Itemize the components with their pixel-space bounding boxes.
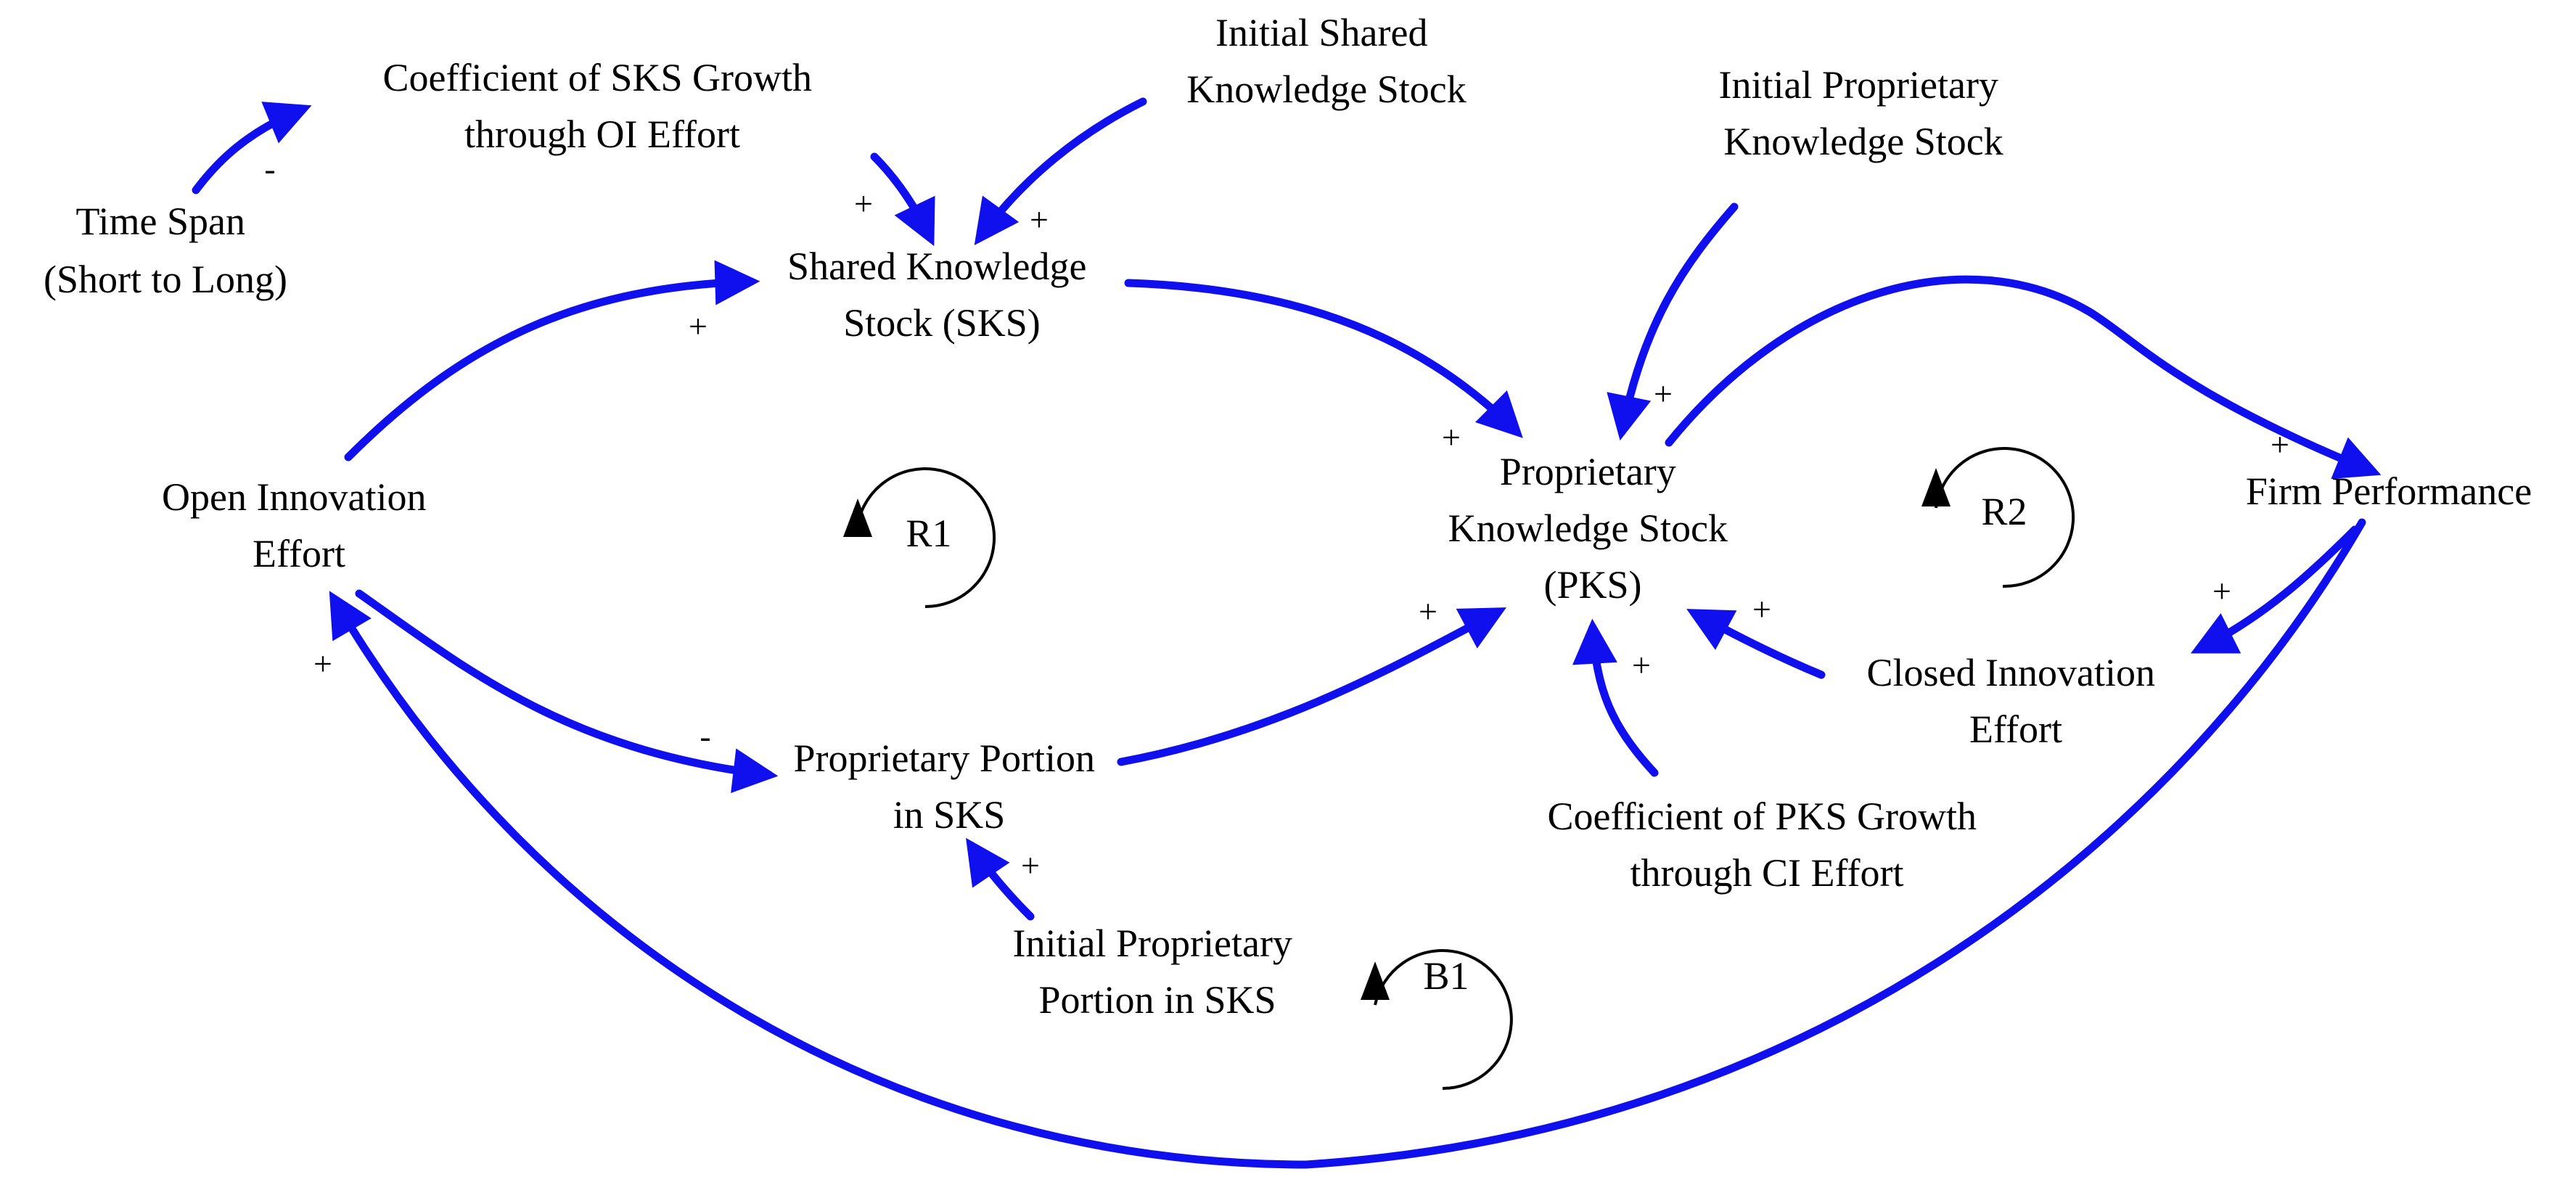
sign-coef-to-sks: + — [854, 185, 873, 222]
sign-oie-to-pps: - — [700, 718, 710, 755]
sign-pps-to-pks: + — [1419, 593, 1437, 630]
sign-sks-to-pks: + — [1442, 419, 1461, 456]
sign-initsks-to-sks: + — [1030, 201, 1049, 238]
sign-firm-to-cie: + — [2212, 573, 2231, 610]
loop-r1-arrowhead-icon — [843, 498, 872, 537]
loop-b1-arrowhead-icon — [1361, 961, 1390, 1000]
sign-oie-to-sks: + — [689, 308, 707, 345]
loop-r1-label: R1 — [906, 512, 951, 555]
sign-coefpks-to-pks: + — [1632, 647, 1651, 684]
link-oie-to-sks — [344, 260, 760, 461]
link-sks-to-pks — [1124, 279, 1523, 438]
link-pks-to-firm — [1665, 275, 2382, 479]
link-initial-pps-to-pps — [966, 837, 1035, 921]
node-firm-performance: Firm Performance — [2246, 469, 2532, 513]
loop-r2-label: R2 — [1981, 490, 2027, 533]
sign-time-to-coef: - — [264, 150, 275, 187]
link-time-span-to-coef-sks — [192, 102, 312, 194]
node-shared-knowledge-stock: Shared Knowledge Stock (SKS) — [787, 245, 1096, 345]
sign-cie-to-pks: + — [1752, 591, 1771, 628]
node-coef-pks-growth: Coefficient of PKS Growth through CI Eff… — [1548, 795, 1987, 895]
link-firm-to-oie — [329, 518, 2366, 1169]
node-proprietary-knowledge-stock: Proprietary Knowledge Stock (PKS) — [1448, 450, 1738, 607]
sign-initpks-to-pks: + — [1654, 375, 1673, 412]
link-coef-sks-to-sks — [870, 152, 935, 247]
causal-links — [192, 97, 2382, 1169]
loop-b1-label: B1 — [1423, 954, 1469, 998]
loop-b1: B1 — [1361, 949, 1513, 1090]
node-time-span: Time Span (Short to Long) — [44, 200, 287, 301]
sign-firm-to-oie: + — [313, 645, 332, 682]
link-pps-to-pks — [1117, 607, 1506, 766]
node-initial-pks: Initial Proprietary Knowledge Stock — [1719, 63, 2009, 163]
node-coef-sks-growth: Coefficient of SKS Growth through OI Eff… — [383, 56, 822, 156]
loop-r2: R2 — [1921, 447, 2075, 588]
link-coef-pks-to-pks — [1572, 618, 1659, 777]
link-initial-pks-to-pks — [1607, 202, 1739, 441]
link-oie-to-pps — [355, 589, 779, 793]
loop-r1-arc-icon — [856, 467, 996, 608]
node-open-innovation-effort: Open Innovation Effort — [162, 475, 436, 575]
loop-b1-arc-icon — [1374, 949, 1513, 1090]
node-closed-innovation-effort: Closed Innovation Effort — [1867, 651, 2165, 751]
polarity-signs: - + + + + + + + + + + - + + — [264, 150, 2289, 884]
loop-r1: R1 — [843, 467, 996, 608]
link-cie-to-pks — [1686, 609, 1826, 679]
sign-initpps-to-pps: + — [1021, 847, 1040, 884]
link-firm-to-cie — [2190, 525, 2359, 654]
loop-r2-arc-icon — [1935, 447, 2075, 588]
loop-r2-arrowhead-icon — [1921, 468, 1951, 506]
node-proprietary-portion-in-sks: Proprietary Portion in SKS — [794, 736, 1105, 837]
link-initial-sks-to-sks — [974, 97, 1147, 246]
node-initial-proprietary-portion: Initial Proprietary Portion in SKS — [1013, 922, 1303, 1022]
sign-pks-to-firm: + — [2271, 426, 2289, 463]
node-initial-sks: Initial Shared Knowledge Stock — [1186, 11, 1466, 111]
